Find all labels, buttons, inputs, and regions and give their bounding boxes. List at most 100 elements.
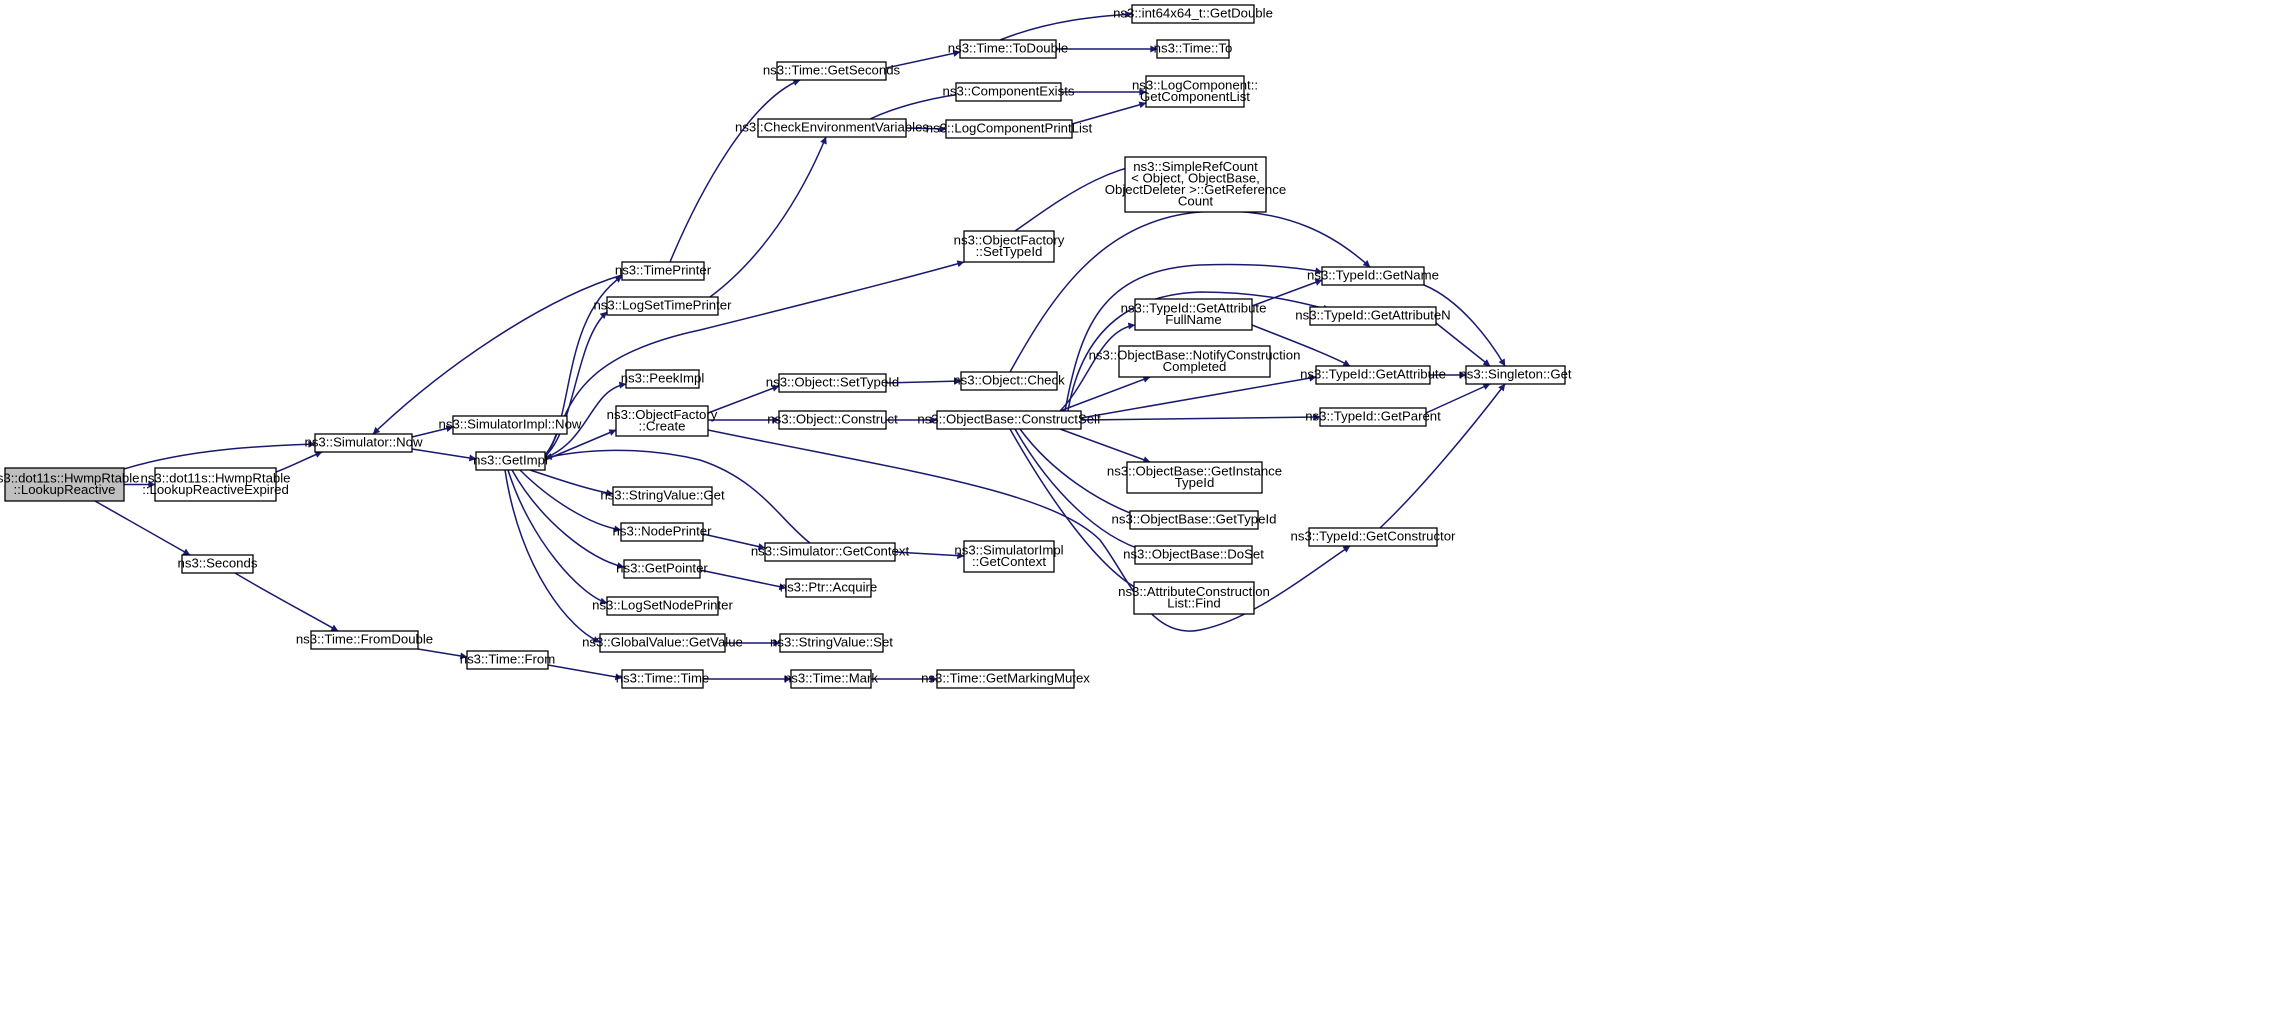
node-int64-getdouble[interactable]: ns3::int64x64_t::GetDouble	[1113, 4, 1273, 24]
node-simimpl-now[interactable]: ns3::SimulatorImpl::Now	[439, 415, 582, 435]
node-box	[1156, 39, 1230, 59]
edge-sim_getcontext-to-simimpl_getcontext	[894, 551, 965, 560]
node-checkenv[interactable]: ns3::CheckEnvironmentVariables	[735, 118, 929, 138]
node-ob-doset[interactable]: ns3::ObjectBase::DoSet	[1123, 545, 1264, 565]
node-obj-construct[interactable]: ns3::Object::Construct	[767, 410, 898, 430]
node-nodeprinter[interactable]: ns3::NodePrinter	[613, 522, 713, 542]
node-logcomp-getlist[interactable]: ns3::LogComponent::GetComponentList	[1132, 75, 1258, 108]
node-box	[778, 410, 887, 430]
node-label: ns3::Simulator::GetContext	[751, 544, 910, 559]
edge-logsettp-to-checkenv	[709, 136, 827, 298]
node-ob-constructself[interactable]: ns3::ObjectBase::ConstructSelf	[917, 410, 1101, 430]
node-tid-getname[interactable]: ns3::TypeId::GetName	[1307, 266, 1439, 286]
node-of-settypeid[interactable]: ns3::ObjectFactory::SetTypeId	[954, 230, 1065, 263]
node-box	[959, 39, 1057, 59]
node-label: ns3::GlobalValue::GetValue	[582, 635, 743, 650]
node-label: ns3::NodePrinter	[613, 524, 713, 539]
node-fromdouble[interactable]: ns3::Time::FromDouble	[296, 630, 433, 650]
edge-todouble-to-int64_getdouble	[999, 10, 1133, 41]
node-box	[1309, 306, 1437, 326]
node-label: ns3::CheckEnvironmentVariables	[735, 120, 929, 135]
node-label: ns3::TypeId::GetName	[1307, 268, 1439, 283]
node-box	[1124, 156, 1267, 213]
node-sv-get[interactable]: ns3::StringValue::Get	[600, 486, 725, 506]
node-simimpl-getcontext[interactable]: ns3::SimulatorImpl::GetContext	[954, 540, 1064, 573]
edge-ob_constructself-to-ob_notify	[1059, 376, 1151, 412]
node-box	[1134, 545, 1253, 565]
node-singleton-get[interactable]: ns3::Singleton::Get	[1459, 365, 1572, 385]
node-lre[interactable]: ns3::dot11s::HwmpRtable::LookupReactiveE…	[140, 467, 291, 502]
node-tid-getctor[interactable]: ns3::TypeId::GetConstructor	[1291, 527, 1457, 547]
nodes-layer: ns3::dot11s::HwmpRtable::LookupReactiven…	[0, 4, 1572, 689]
node-time-to[interactable]: ns3::Time::To	[1154, 39, 1233, 59]
node-time-mark[interactable]: ns3::Time::Mark	[784, 669, 878, 689]
edge-getimpl-to-nodeprinter	[519, 469, 622, 533]
node-getpointer[interactable]: ns3::GetPointer	[616, 559, 708, 579]
node-label: ns3::GetPointer	[616, 561, 708, 576]
edge-sim_getcontext-to-getimpl	[544, 449, 811, 544]
node-label: ns3::TypeId::GetAttributeN	[1295, 308, 1450, 323]
node-box	[4, 467, 125, 502]
edge-tid_getname-to-singleton_get	[1423, 284, 1506, 367]
node-ob-notify[interactable]: ns3::ObjectBase::NotifyConstructionCompl…	[1089, 345, 1301, 378]
node-label: ns3::ObjectFactory	[954, 232, 1065, 247]
node-box	[1145, 75, 1245, 108]
node-tid-getparent[interactable]: ns3::TypeId::GetParent	[1305, 407, 1441, 427]
edge-ob_constructself-to-ob_getinstance	[1059, 428, 1151, 463]
node-simplerefcount[interactable]: ns3::SimpleRefCount< Object, ObjectBase,…	[1105, 156, 1286, 213]
node-peekimpl[interactable]: ns3::PeekImpl	[621, 369, 705, 389]
node-box	[1129, 510, 1259, 530]
edge-getimpl-to-peekimpl	[544, 381, 627, 459]
node-label: ns3::LogSetTimePrinter	[593, 298, 732, 313]
node-box	[963, 540, 1055, 573]
node-label: ns3::dot11s::HwmpRtable	[0, 470, 140, 485]
node-of-create[interactable]: ns3::ObjectFactory::Create	[607, 405, 718, 437]
node-box	[790, 669, 872, 689]
node-tid-getattrn[interactable]: ns3::TypeId::GetAttributeN	[1295, 306, 1451, 326]
node-getseconds[interactable]: ns3::Time::GetSeconds	[763, 61, 901, 81]
node-logcompprint[interactable]: ns3::LogComponentPrintList	[926, 119, 1093, 139]
edge-ob_constructself-to-ob_doset	[1014, 428, 1151, 554]
edge-ob_constructself-to-tid_getattrn	[1067, 291, 1331, 412]
node-label: ns3::SimulatorImpl::Now	[439, 417, 582, 432]
node-obj-check[interactable]: ns3::Object::Check	[953, 371, 1065, 391]
node-getmarkingmutex[interactable]: ns3::Time::GetMarkingMutex	[921, 669, 1090, 689]
node-timeprinter[interactable]: ns3::TimePrinter	[615, 261, 712, 281]
node-label: ns3::GetImpl	[473, 453, 548, 468]
node-logsettp[interactable]: ns3::LogSetTimePrinter	[593, 296, 732, 316]
edge-obj_settypeid-to-obj_check	[885, 377, 962, 385]
node-sim-now[interactable]: ns3::Simulator::Now	[305, 433, 423, 453]
node-tid-getattr[interactable]: ns3::TypeId::GetAttribute	[1300, 365, 1446, 385]
node-label: TypeId	[1175, 475, 1215, 490]
node-obj-settypeid[interactable]: ns3::Object::SetTypeId	[766, 373, 899, 393]
edge-ob_constructself-to-tid_getname	[1064, 263, 1323, 412]
node-box	[1131, 4, 1255, 24]
edge-lre-to-sim_now	[275, 451, 323, 473]
node-seconds[interactable]: ns3::Seconds	[178, 554, 258, 574]
node-label: ns3::StringValue::Get	[600, 488, 725, 503]
node-sv-set[interactable]: ns3::StringValue::Set	[770, 633, 893, 653]
edge-getimpl-to-gv_getvalue	[504, 469, 601, 643]
node-time-time[interactable]: ns3::Time::Time	[616, 669, 710, 689]
node-todouble[interactable]: ns3::Time::ToDouble	[948, 39, 1068, 59]
node-ob-gettypeid[interactable]: ns3::ObjectBase::GetTypeId	[1112, 510, 1277, 530]
node-gv-getvalue[interactable]: ns3::GlobalValue::GetValue	[582, 633, 743, 653]
node-box	[599, 633, 726, 653]
node-label: ns3::StringValue::Set	[770, 635, 893, 650]
node-logsetnp[interactable]: ns3::LogSetNodePrinter	[592, 596, 733, 616]
node-root[interactable]: ns3::dot11s::HwmpRtable::LookupReactive	[0, 467, 140, 502]
node-compexists[interactable]: ns3::ComponentExists	[943, 82, 1075, 102]
node-ptr-acquire[interactable]: ns3::Ptr::Acquire	[780, 578, 877, 598]
node-label: ns3::Time::To	[1154, 41, 1233, 56]
node-getimpl[interactable]: ns3::GetImpl	[473, 451, 548, 471]
node-time-from[interactable]: ns3::Time::From	[460, 650, 556, 670]
node-box	[963, 230, 1055, 263]
node-label: ns3::LogComponent::	[1132, 77, 1258, 92]
node-sim-getcontext[interactable]: ns3::Simulator::GetContext	[751, 542, 910, 562]
node-box	[612, 486, 713, 506]
node-label: ns3::LogComponentPrintList	[926, 121, 1093, 136]
